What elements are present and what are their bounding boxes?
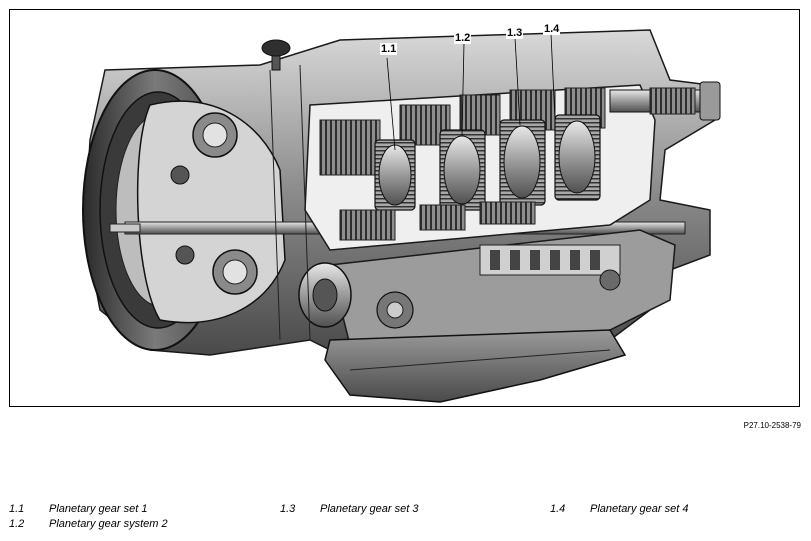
legend-key: 1.4 [550, 503, 566, 515]
legend-key: 1.3 [280, 503, 296, 515]
leader-line-1-1 [386, 57, 396, 151]
transmission-cutaway-illustration [82, 29, 721, 403]
callout-1-4: 1.4 [543, 23, 561, 35]
callout-1-2: 1.2 [454, 32, 472, 44]
figure-reference-code: P27.10-2538-79 [743, 421, 801, 430]
callout-1-3: 1.3 [506, 27, 524, 39]
legend-key: 1.2 [9, 518, 25, 530]
leader-line-1-2 [461, 42, 465, 136]
legend-text: Planetary gear set 4 [590, 503, 689, 515]
legend-text: Planetary gear system 2 [49, 518, 168, 530]
leader-line-1-4 [550, 33, 556, 121]
legend-text: Planetary gear set 1 [49, 503, 148, 515]
figure-frame: 1.1 1.2 1.3 1.4 [9, 9, 800, 407]
leader-line-1-3 [514, 37, 521, 126]
callout-1-1: 1.1 [380, 43, 398, 55]
breather-cap [261, 39, 291, 57]
oil-pan [324, 329, 627, 403]
legend-key: 1.1 [9, 503, 25, 515]
legend-text: Planetary gear set 3 [320, 503, 419, 515]
